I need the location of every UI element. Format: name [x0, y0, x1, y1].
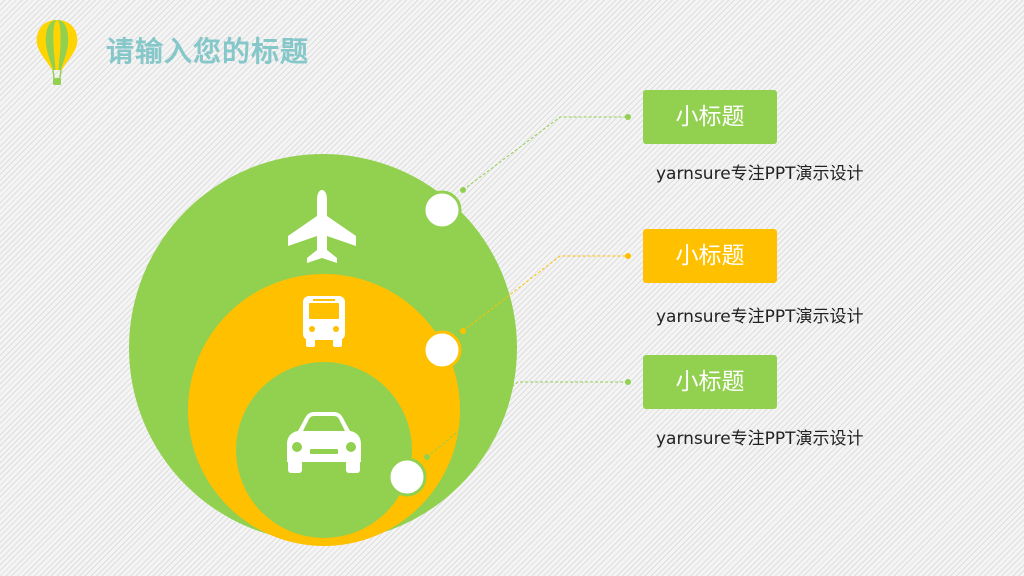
connector-line-3 [426, 381, 628, 458]
subtitle-box-3: 小标题 [643, 355, 777, 409]
page-title: 请输入您的标题 [106, 35, 310, 68]
subtitle-box-1: 小标题 [643, 90, 777, 144]
marker-circle-2 [422, 330, 462, 370]
connector-line-1 [462, 116, 628, 191]
marker-circle-1 [422, 190, 462, 230]
connector-dot [625, 379, 631, 385]
connector-dot [460, 187, 466, 193]
connector-dot [460, 328, 466, 334]
bus-icon [303, 296, 345, 347]
connector-line-2 [462, 255, 628, 332]
car-icon [287, 412, 361, 473]
connector-dot [625, 114, 631, 120]
description-2: yarnsure专注PPT演示设计 [656, 307, 864, 327]
description-1: yarnsure专注PPT演示设计 [656, 164, 864, 184]
hot-air-balloon-icon [36, 20, 78, 85]
marker-circle-3 [387, 457, 427, 497]
airplane-icon [288, 190, 356, 263]
description-3: yarnsure专注PPT演示设计 [656, 429, 864, 449]
subtitle-box-2: 小标题 [643, 229, 777, 283]
connector-dot [424, 454, 430, 460]
connector-dot [625, 253, 631, 259]
